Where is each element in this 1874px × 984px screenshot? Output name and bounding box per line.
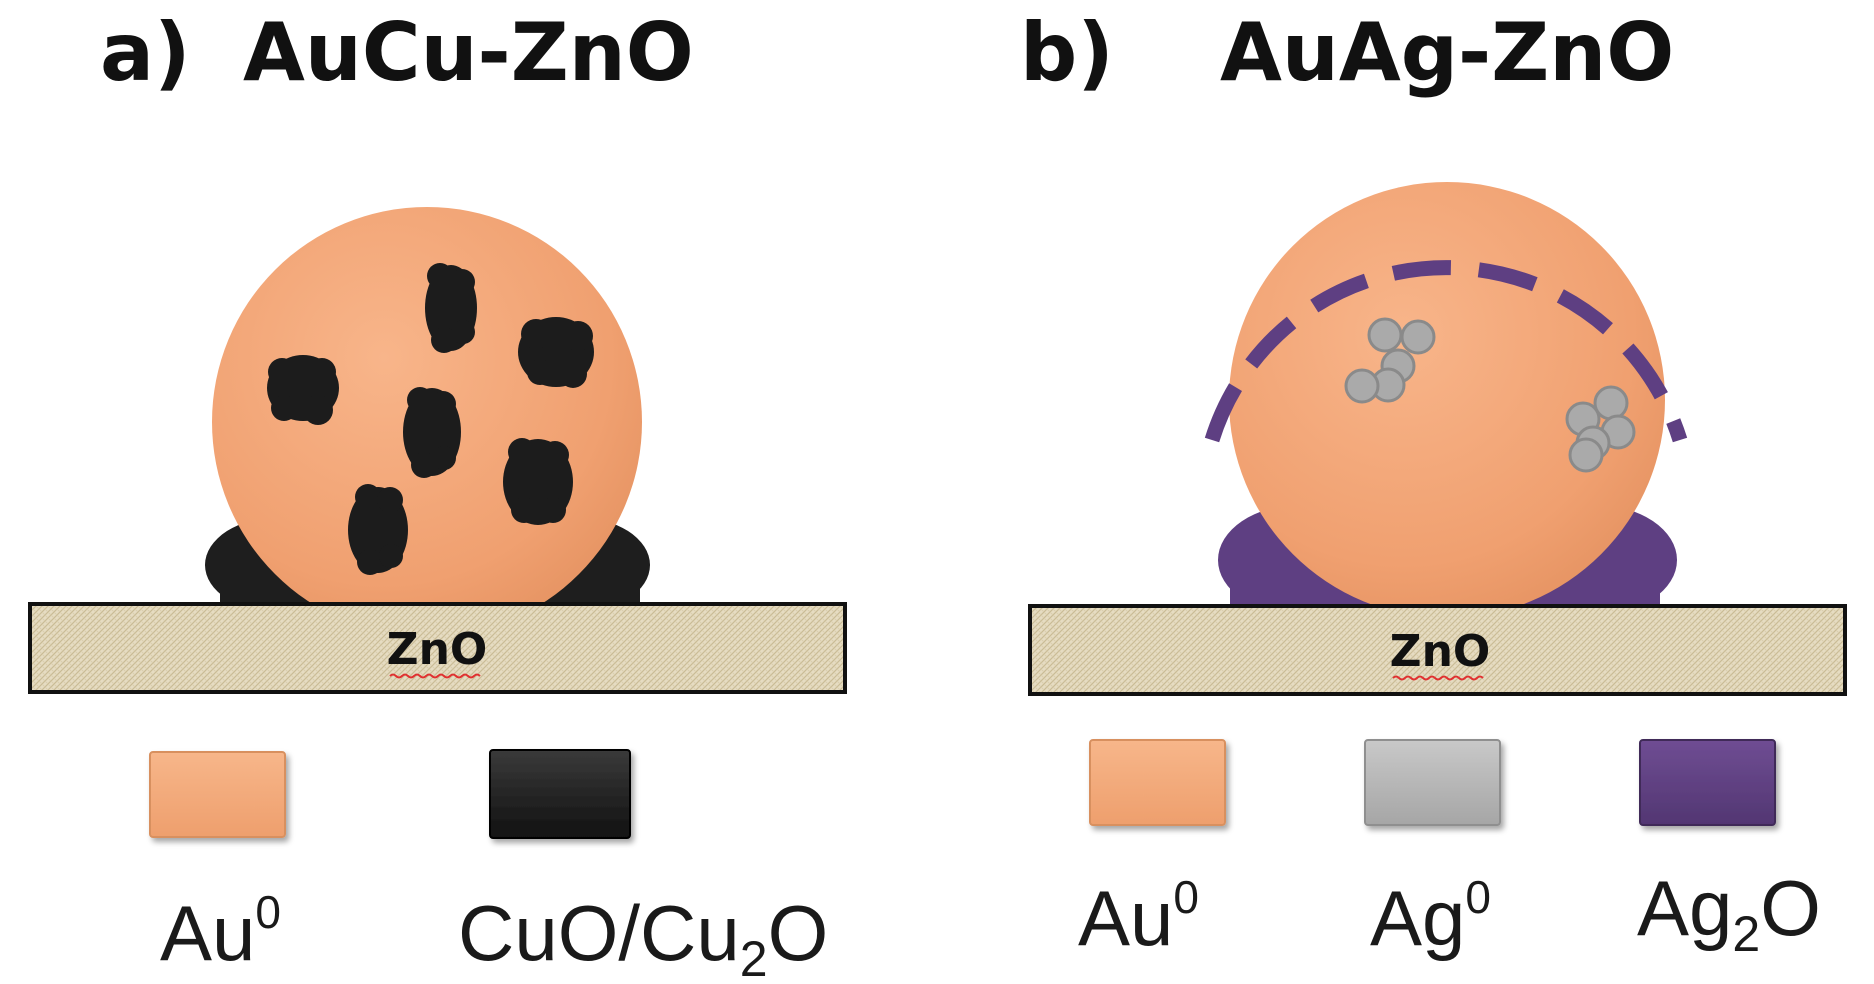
ag-cluster xyxy=(1344,317,1436,404)
cu-cluster xyxy=(518,317,594,388)
legend-label-cu-oxide: CuO/Cu2O xyxy=(458,889,828,984)
cu-cluster xyxy=(403,387,461,478)
panel-a-letter: a) xyxy=(100,6,191,99)
cu-cluster xyxy=(348,484,408,575)
cu-oxide-clusters xyxy=(267,263,594,575)
legend-swatch-au xyxy=(1089,739,1226,826)
zno-label-a: ZnO xyxy=(387,624,488,675)
ag-cluster xyxy=(1565,385,1636,473)
cu-cluster xyxy=(267,355,339,425)
cu-cluster xyxy=(425,263,477,353)
legend-swatch-cu-oxide xyxy=(489,749,631,839)
ag-clusters xyxy=(1344,317,1636,473)
legend-label-au: Au0 xyxy=(1078,871,1199,962)
spellcheck-underline xyxy=(389,673,481,679)
legend-label-au: Au0 xyxy=(160,886,281,977)
panel-b: b) AuAg-ZnO ZnO xyxy=(1020,6,1847,962)
legend-label-ag: Ag0 xyxy=(1370,871,1491,962)
panel-b-letter: b) xyxy=(1020,6,1114,99)
legend-swatch-au xyxy=(149,751,286,838)
panel-b-title: AuAg-ZnO xyxy=(1220,6,1674,99)
panel-a-title: AuCu-ZnO xyxy=(243,6,694,99)
legend-swatch-ag xyxy=(1364,739,1501,826)
ag-oxide-shell xyxy=(1204,260,1688,443)
cu-cluster xyxy=(503,438,573,525)
legend-swatch-ag-oxide xyxy=(1639,739,1776,826)
panel-a: a) AuCu-ZnO ZnO Au0 CuO/Cu2O xyxy=(28,6,847,984)
spellcheck-underline xyxy=(1392,675,1484,681)
legend-label-ag-oxide: Ag2O xyxy=(1637,864,1821,962)
zno-label-b: ZnO xyxy=(1390,626,1491,677)
